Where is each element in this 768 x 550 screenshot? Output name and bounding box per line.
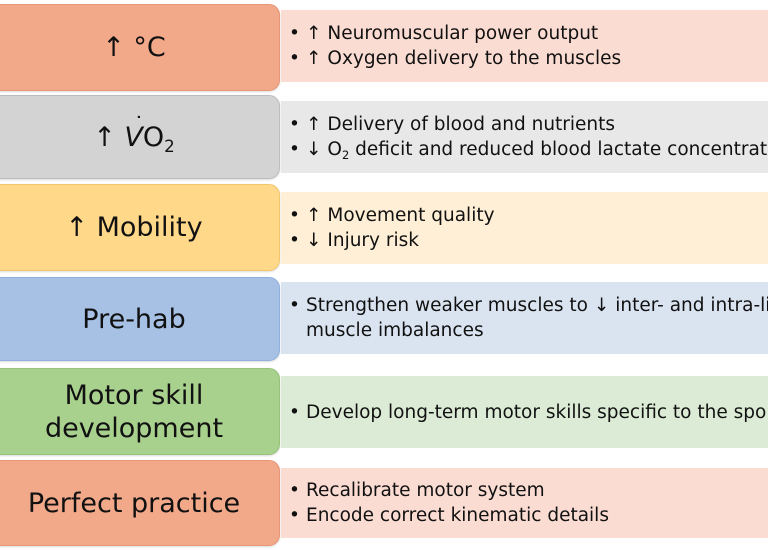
bullet-text: ↑ Oxygen delivery to the muscles [306, 48, 622, 69]
bullet-item: • Strengthen weaker muscles to ↓ inter- … [289, 293, 768, 343]
label-box-motor-skill: Motor skill development [0, 368, 280, 455]
label-vo2-o: O [142, 121, 165, 153]
label-motor-skill: Motor skill development [44, 379, 224, 444]
bullet-item: • ↓ O2 deficit and reduced blood lactate… [289, 137, 768, 162]
bullet-text: ↑ Movement quality [306, 205, 495, 226]
bullet-text: ↓ Injury risk [306, 230, 419, 251]
bullet-dot: • [289, 480, 300, 501]
label-box-temperature: ↑ °C [0, 4, 280, 91]
bullet-item: • ↑ Movement quality [289, 203, 768, 228]
label-box-perfect-practice: Perfect practice [0, 460, 280, 546]
bullet-dot: • [289, 23, 300, 44]
bullet-text: Develop long-term motor skills specific … [306, 401, 768, 423]
bullet-text: Encode correct kinematic details [306, 505, 609, 526]
label-box-mobility: ↑ Mobility [0, 184, 280, 271]
bullet-dot: • [289, 114, 300, 135]
bullet-text: Recalibrate motor system [306, 480, 545, 501]
bullet-item: • ↓ Injury risk [289, 228, 768, 253]
bullet-item: • Develop long-term motor skills specifi… [289, 400, 768, 425]
label-vo2-sub: 2 [164, 135, 175, 156]
bullet-item: • ↑ Neuromuscular power output [289, 21, 768, 46]
detail-box-temperature: • ↑ Neuromuscular power output • ↑ Oxyge… [281, 10, 768, 82]
bullet-item: • Recalibrate motor system [289, 478, 768, 503]
label-vo2-dot: ˙ [133, 112, 145, 138]
bullet-item: • ↑ Oxygen delivery to the muscles [289, 46, 768, 71]
label-box-prehab: Pre-hab [0, 277, 280, 361]
bullet-dot: • [289, 205, 300, 226]
detail-box-prehab: • Strengthen weaker muscles to ↓ inter- … [281, 282, 768, 354]
bullet-dot: • [289, 48, 300, 69]
bullet-dot: • [289, 295, 300, 316]
detail-box-vo2: • ↑ Delivery of blood and nutrients • ↓ … [281, 101, 768, 173]
label-vo2: ↑ V˙O2 [83, 112, 185, 156]
bullet-dot: • [289, 505, 300, 526]
label-perfect-practice: Perfect practice [27, 487, 241, 519]
label-temperature: ↑ °C [102, 32, 166, 63]
bullet-dot: • [289, 401, 300, 423]
bullet-text: ↓ O2 deficit and reduced blood lactate c… [306, 139, 768, 162]
bullet-item: • Encode correct kinematic details [289, 503, 768, 528]
bullet-item: • ↑ Delivery of blood and nutrients [289, 112, 768, 137]
label-mobility: ↑ Mobility [65, 212, 203, 243]
label-box-vo2: ↑ V˙O2 [0, 95, 280, 179]
bullet-text: ↑ Delivery of blood and nutrients [306, 114, 616, 135]
detail-box-perfect-practice: • Recalibrate motor system • Encode corr… [281, 468, 768, 538]
detail-box-mobility: • ↑ Movement quality • ↓ Injury risk [281, 192, 768, 264]
bullet-dot: • [289, 230, 300, 251]
bullet-text: ↑ Neuromuscular power output [306, 23, 599, 44]
bullet-text: Strengthen weaker muscles to ↓ inter- an… [306, 295, 768, 341]
label-vo2-v: V˙ [124, 112, 145, 153]
label-prehab: Pre-hab [82, 303, 186, 335]
detail-box-motor-skill: • Develop long-term motor skills specifi… [281, 376, 768, 448]
label-vo2-prefix: ↑ [93, 121, 125, 153]
bullet-dot: • [289, 139, 300, 160]
